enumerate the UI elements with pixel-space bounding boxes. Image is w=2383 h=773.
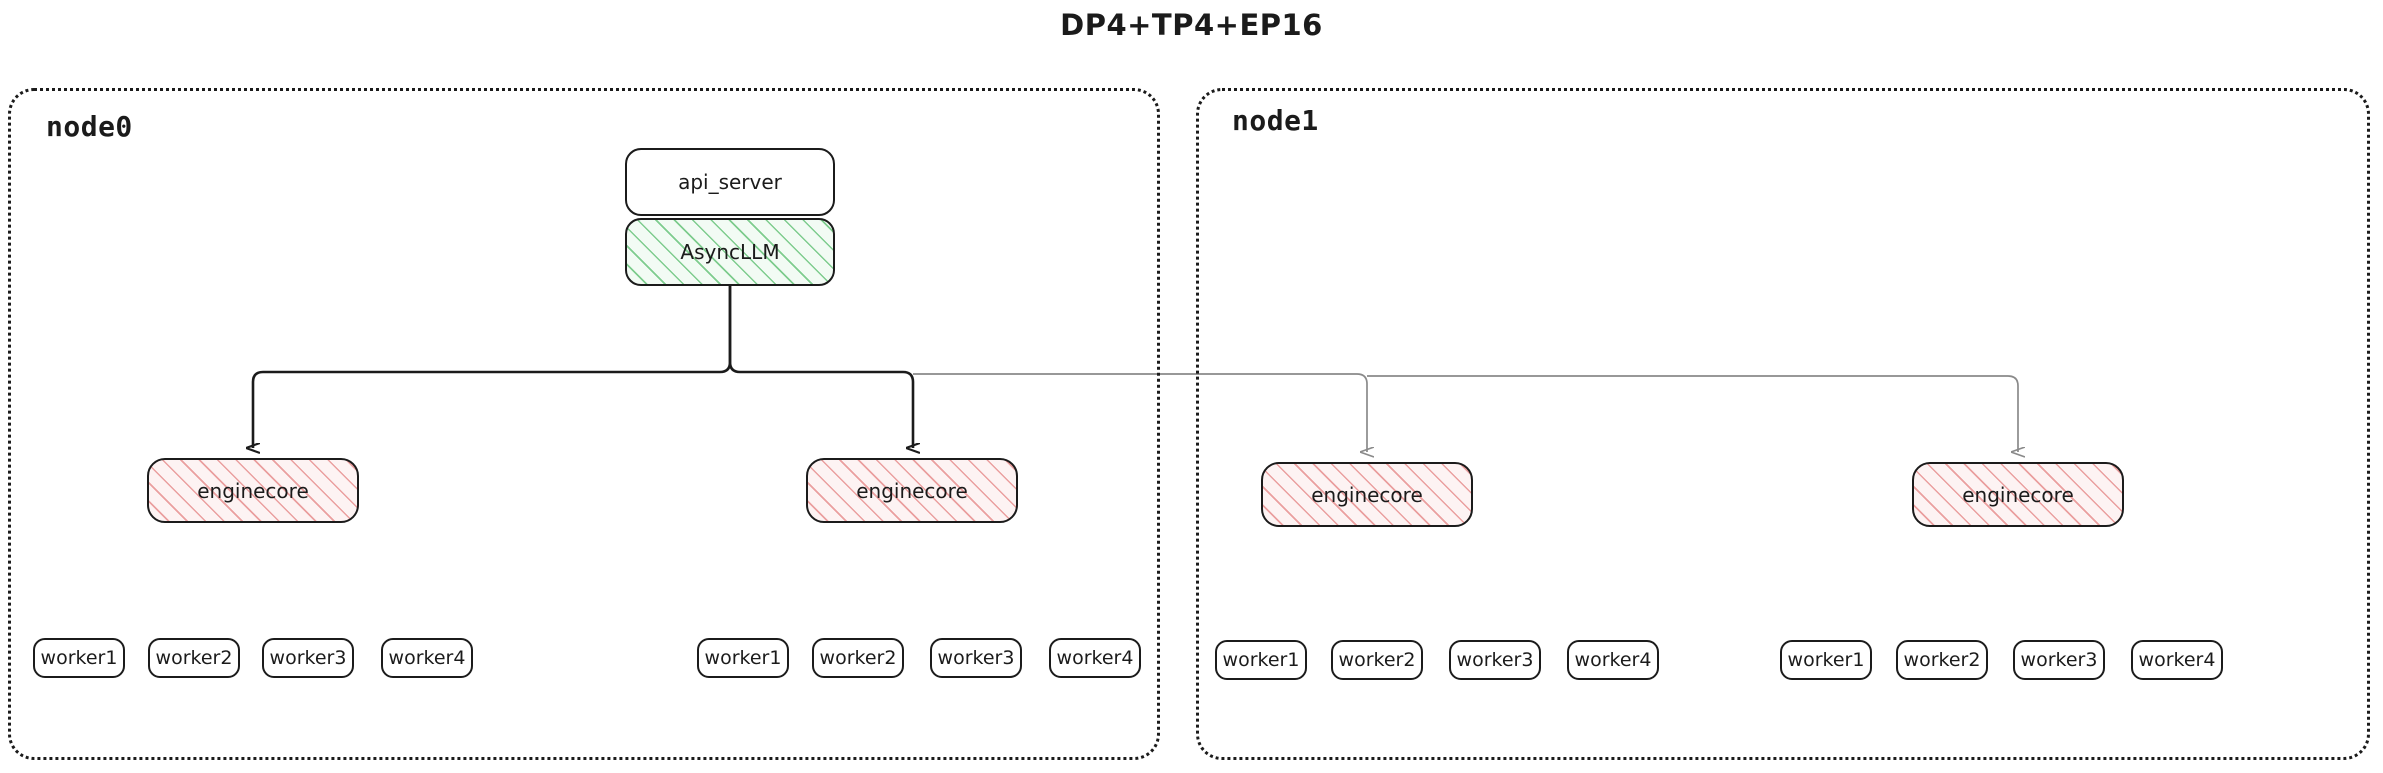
box-worker-g1-2[interactable]: worker2: [812, 638, 904, 678]
box-worker-g3-2[interactable]: worker2: [1896, 640, 1988, 680]
page-title: DP4+TP4+EP16: [1060, 8, 1323, 42]
box-enginecore-0-label: enginecore: [197, 478, 309, 503]
box-asyncllm[interactable]: AsyncLLM: [625, 218, 835, 286]
box-enginecore-3[interactable]: enginecore: [1912, 462, 2124, 527]
box-worker-g3-3[interactable]: worker3: [2013, 640, 2105, 680]
box-worker-g3-4[interactable]: worker4: [2131, 640, 2223, 680]
box-worker-g1-3[interactable]: worker3: [930, 638, 1022, 678]
box-enginecore-1-label: enginecore: [856, 478, 968, 503]
box-worker-g1-1-label: worker1: [704, 647, 782, 669]
box-worker-g2-4[interactable]: worker4: [1567, 640, 1659, 680]
box-worker-g1-1[interactable]: worker1: [697, 638, 789, 678]
box-worker-g2-1[interactable]: worker1: [1215, 640, 1307, 680]
box-worker-g0-1-label: worker1: [40, 647, 118, 669]
box-api-server[interactable]: api_server: [625, 148, 835, 216]
box-worker-g2-1-label: worker1: [1222, 649, 1300, 671]
box-asyncllm-label: AsyncLLM: [680, 240, 780, 264]
node-group-label-node0: node0: [46, 110, 133, 143]
node-group-label-node1: node1: [1232, 104, 1319, 137]
box-worker-g3-1[interactable]: worker1: [1780, 640, 1872, 680]
box-worker-g2-4-label: worker4: [1574, 649, 1652, 671]
box-worker-g0-3-label: worker3: [269, 647, 347, 669]
box-worker-g0-2[interactable]: worker2: [148, 638, 240, 678]
box-worker-g1-3-label: worker3: [937, 647, 1015, 669]
box-enginecore-1[interactable]: enginecore: [806, 458, 1018, 523]
box-worker-g2-3[interactable]: worker3: [1449, 640, 1541, 680]
box-enginecore-3-label: enginecore: [1962, 482, 2074, 507]
box-worker-g1-2-label: worker2: [819, 647, 897, 669]
box-worker-g2-2-label: worker2: [1338, 649, 1416, 671]
box-enginecore-0[interactable]: enginecore: [147, 458, 359, 523]
box-worker-g2-3-label: worker3: [1456, 649, 1534, 671]
box-worker-g0-2-label: worker2: [155, 647, 233, 669]
box-worker-g3-2-label: worker2: [1903, 649, 1981, 671]
box-api-server-label: api_server: [678, 170, 782, 194]
box-worker-g3-3-label: worker3: [2020, 649, 2098, 671]
box-worker-g0-4[interactable]: worker4: [381, 638, 473, 678]
box-worker-g0-1[interactable]: worker1: [33, 638, 125, 678]
box-worker-g1-4[interactable]: worker4: [1049, 638, 1141, 678]
box-worker-g0-4-label: worker4: [388, 647, 466, 669]
box-worker-g2-2[interactable]: worker2: [1331, 640, 1423, 680]
node-group-node0: [8, 88, 1160, 760]
node-group-node1: [1196, 88, 2370, 760]
box-worker-g1-4-label: worker4: [1056, 647, 1134, 669]
box-enginecore-2[interactable]: enginecore: [1261, 462, 1473, 527]
box-worker-g3-4-label: worker4: [2138, 649, 2216, 671]
box-worker-g3-1-label: worker1: [1787, 649, 1865, 671]
box-enginecore-2-label: enginecore: [1311, 482, 1423, 507]
box-worker-g0-3[interactable]: worker3: [262, 638, 354, 678]
